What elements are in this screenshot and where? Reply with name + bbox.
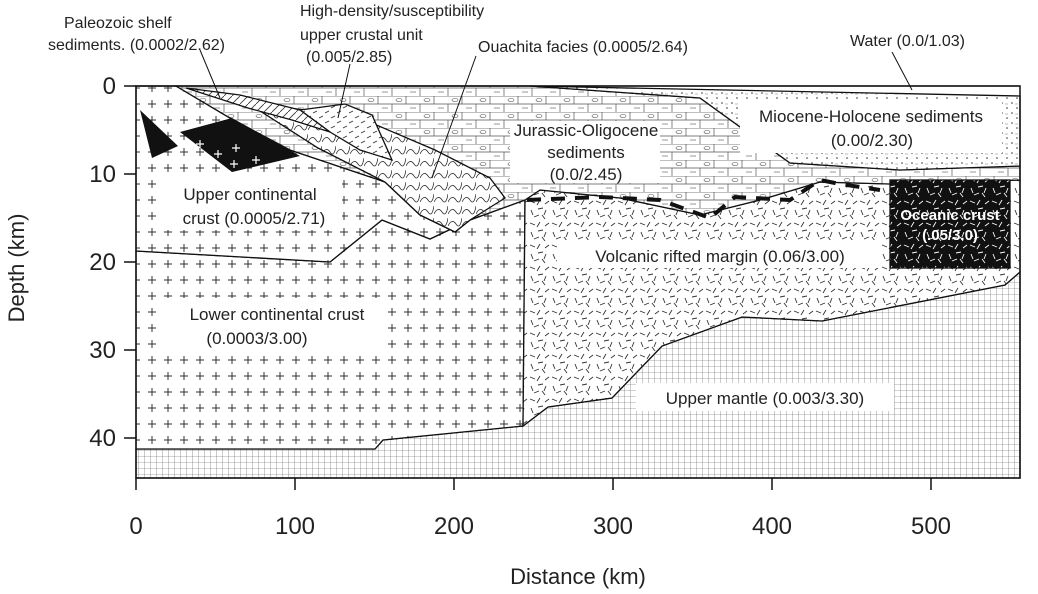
leader-lines [199, 49, 913, 179]
y-tick-40: 40 [89, 425, 116, 452]
plot-frame [135, 85, 1021, 479]
label-upper-cc-line1: Upper continental [183, 185, 316, 204]
annotations: Paleozoic shelf sediments. (0.0002/2.62)… [48, 3, 965, 66]
x-tick-100: 100 [275, 513, 315, 540]
x-tick-0: 0 [129, 513, 142, 540]
label-backgrounds [164, 101, 1002, 411]
black-body-crosses [196, 140, 260, 168]
label-highdensity-line2: upper crustal unit [300, 27, 423, 44]
y-axis-title: Depth (km) [4, 214, 29, 323]
dashed-boundary [526, 177, 881, 221]
oceanic-crust-unit [889, 179, 1011, 269]
label-jurassic-line1: Jurassic-Oligocene [514, 121, 659, 140]
y-tick-0: 0 [103, 73, 116, 100]
black-body-main [180, 118, 300, 172]
x-tick-400: 400 [752, 513, 792, 540]
label-miocene-line1: Miocene-Holocene sediments [759, 107, 983, 126]
label-oceanic-line2: (.05/3.0) [922, 227, 978, 244]
paleozoic-shelf-unit [185, 87, 331, 133]
y-tick-30: 30 [89, 337, 116, 364]
label-mantle: Upper mantle (0.003/3.30) [666, 389, 864, 408]
label-oceanic-line1: Oceanic crust [900, 207, 999, 224]
label-paleozoic-line2: sediments. (0.0002/2.62) [48, 37, 225, 54]
x-axis-title: Distance (km) [510, 564, 646, 589]
label-paleozoic-line1: Paleozoic shelf [64, 15, 172, 32]
label-upper-cc-line2: crust (0.0005/2.71) [183, 209, 326, 228]
label-highdensity-line1: High-density/susceptibility [300, 3, 484, 20]
label-highdensity-line3: (0.005/2.85) [306, 49, 392, 66]
label-water: Water (0.0/1.03) [850, 33, 965, 50]
label-jurassic-line3: (0.0/2.45) [550, 165, 623, 184]
label-lower-cc-line1: Lower continental crust [190, 305, 365, 324]
label-volcanic: Volcanic rifted margin (0.06/3.00) [595, 247, 844, 266]
label-lower-cc-line2: (0.0003/3.00) [206, 329, 307, 348]
y-tick-labels: 0 10 20 30 40 [89, 73, 116, 452]
x-tick-500: 500 [911, 513, 951, 540]
tick-marks [124, 85, 932, 490]
x-tick-labels: 0 100 200 300 400 500 [129, 513, 951, 540]
black-body-left [140, 110, 178, 158]
x-tick-200: 200 [434, 513, 474, 540]
label-jurassic-line2: sediments [547, 143, 624, 162]
y-tick-20: 20 [89, 249, 116, 276]
x-tick-300: 300 [593, 513, 633, 540]
y-tick-10: 10 [89, 161, 116, 188]
label-ouachita: Ouachita facies (0.0005/2.64) [478, 39, 688, 56]
label-miocene-line2: (0.00/2.30) [831, 131, 913, 150]
unit-labels: Miocene-Holocene sediments (0.00/2.30) J… [183, 107, 1000, 408]
